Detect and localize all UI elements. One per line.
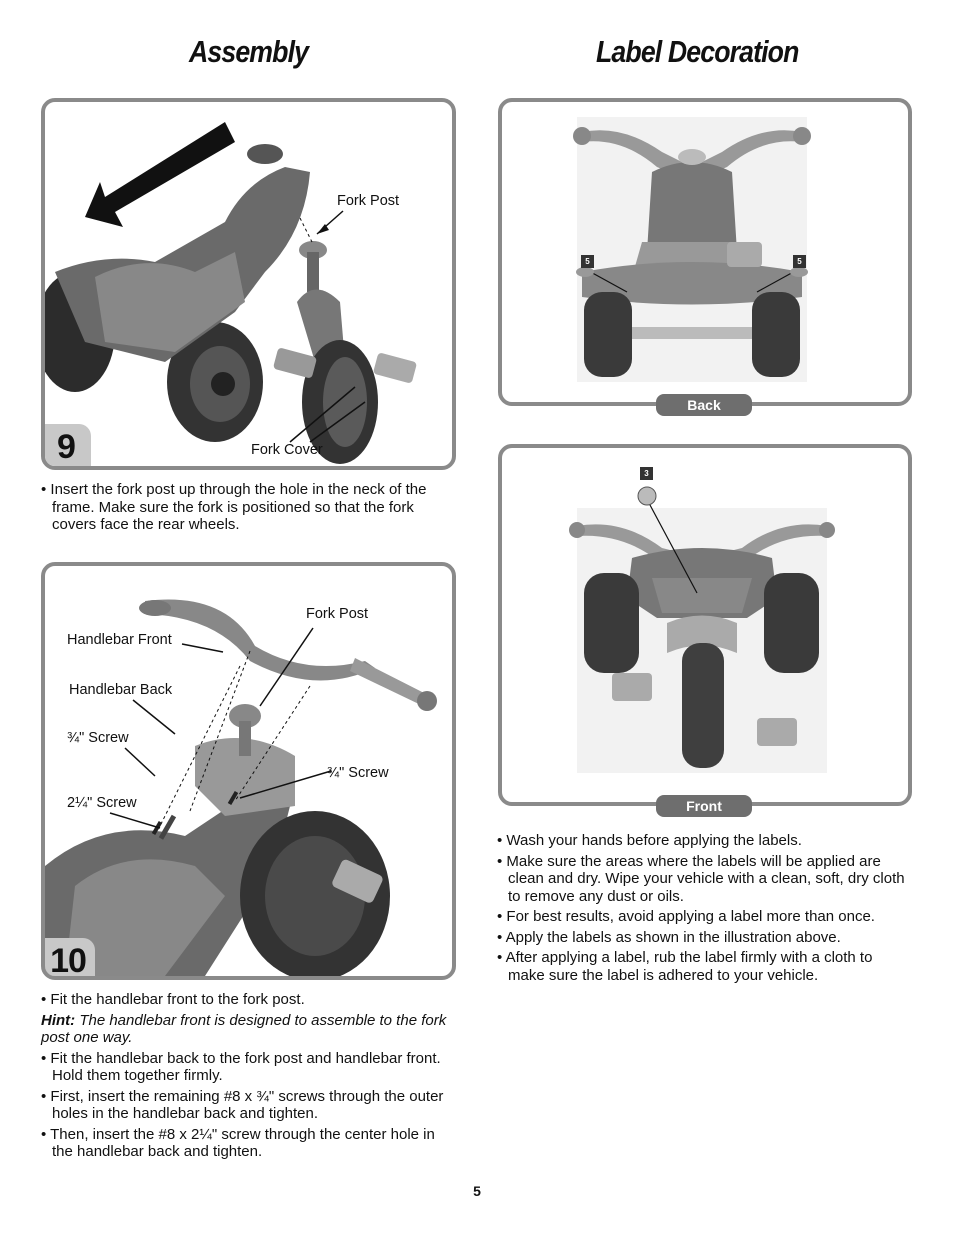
hint-text: The handlebar front is designed to assem… [41, 1011, 447, 1047]
handlebar-back-label: Handlebar Back [69, 682, 173, 698]
step-number-9: 9 [45, 424, 91, 466]
page-number: 5 [473, 1183, 481, 1199]
step10-hint: Hint: The handlebar front is designed to… [41, 1012, 456, 1047]
label-3-badge: 3 [640, 467, 653, 480]
label-bullet-1: • Wash your hands before applying the la… [497, 832, 802, 849]
fork-post-label: Fork Post [337, 193, 400, 209]
front-view-trike-illustration [569, 486, 835, 773]
step10-bullet-2: • Fit the handlebar back to the fork pos… [41, 1049, 441, 1085]
rear-arrow-icon [85, 122, 235, 227]
label-5-right-badge: 5 [793, 255, 806, 268]
front-tab: Front [656, 795, 752, 817]
label-5-left-badge: 5 [581, 255, 594, 268]
label-bullet-4: • Apply the labels as shown in the illus… [497, 928, 841, 946]
step-number-10: 10 [45, 938, 95, 976]
step9-bullet: • Insert the fork post up through the ho… [41, 481, 427, 533]
label-bullet-5: • After applying a label, rub the label … [497, 949, 873, 984]
back-view-trike-illustration [573, 117, 811, 382]
handlebar-front-label: Handlebar Front [67, 632, 172, 648]
fork-post-label-10: Fork Post [306, 606, 369, 622]
screw-34-left-label: ¾" Screw [67, 730, 129, 746]
step10-illustration-panel: Fork Post Handlebar Front Handlebar Back… [41, 562, 456, 980]
front-view-panel: 3 [498, 444, 912, 806]
back-tab: Back [656, 394, 752, 416]
step10-bullet-4: • Then, insert the #8 x 2¼" screw throug… [41, 1125, 435, 1161]
back-view-panel: 5 5 [498, 98, 912, 406]
fork-cover-label: Fork Cover [251, 442, 323, 458]
step9-instructions: • Insert the fork post up through the ho… [41, 481, 456, 537]
label-bullet-2: • Make sure the areas where the labels w… [497, 852, 905, 905]
assembly-heading: Assembly [189, 34, 309, 69]
step10-bullet-1: • Fit the handlebar front to the fork po… [41, 991, 305, 1008]
step10-instructions: • Fit the handlebar front to the fork po… [41, 991, 456, 1164]
step10-trike-illustration [45, 599, 437, 976]
step9-trike-illustration [45, 122, 417, 464]
label-decoration-heading: Label Decoration [596, 34, 799, 69]
screw-34-right-label: ¾" Screw [327, 765, 389, 781]
screw-214-label: 2¼" Screw [67, 795, 137, 811]
hint-label: Hint: [41, 1011, 76, 1029]
step10-bullet-3: • First, insert the remaining #8 x ¾" sc… [41, 1087, 444, 1123]
label-bullet-3: • For best results, avoid applying a lab… [497, 908, 875, 925]
step9-illustration-panel: REAR OF TRIKE Fork Post Fork Cover 9 [41, 98, 456, 470]
label-instructions: • Wash your hands before applying the la… [497, 832, 912, 987]
